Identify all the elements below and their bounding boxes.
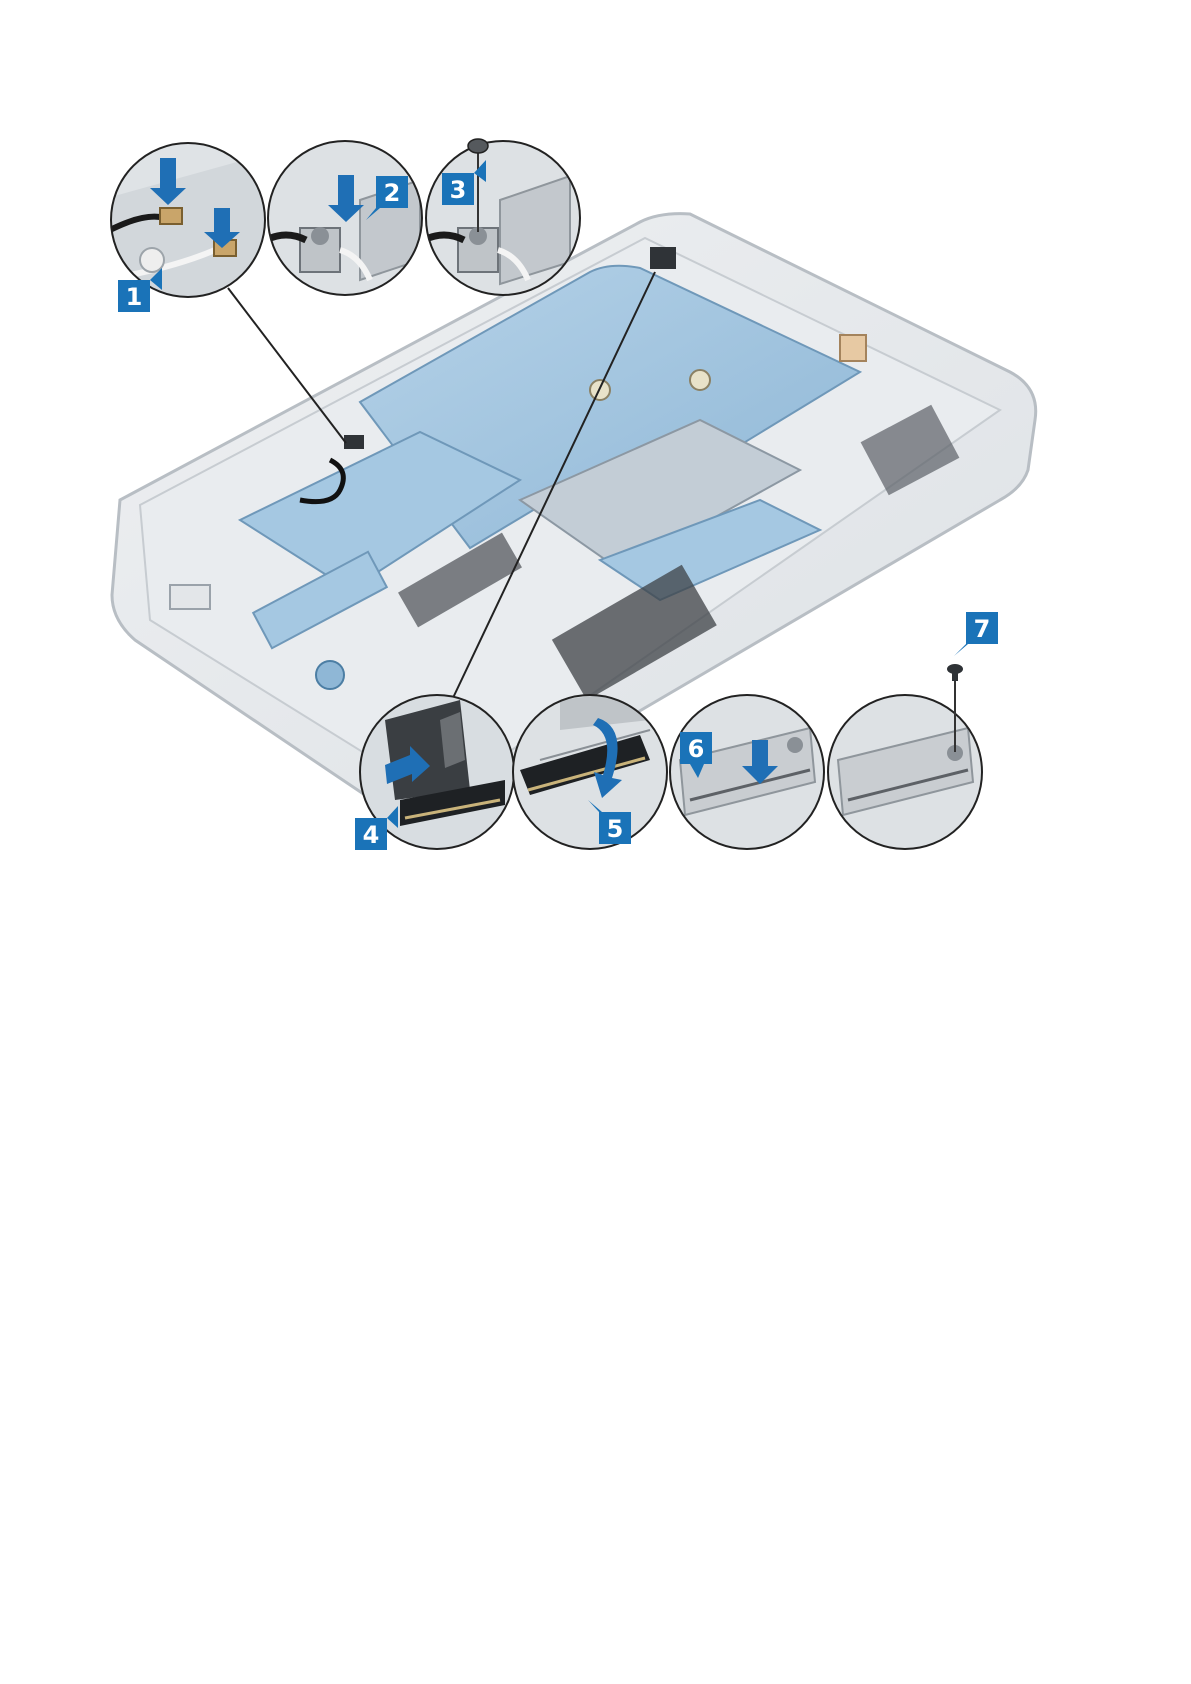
svg-text:4: 4 — [363, 821, 380, 849]
svg-text:1: 1 — [126, 283, 143, 311]
detail-circle-7 — [820, 664, 1000, 860]
svg-text:2: 2 — [384, 179, 401, 207]
svg-text:5: 5 — [607, 815, 624, 843]
detail-circle-6 — [660, 690, 840, 860]
detail-circle-1 — [100, 140, 280, 300]
svg-text:3: 3 — [450, 176, 467, 204]
step-badge-7: 7 — [954, 612, 998, 656]
detail-circle-2 — [260, 140, 440, 300]
svg-text:7: 7 — [974, 615, 991, 643]
disassembly-diagram: 1 2 3 4 5 6 7 — [0, 0, 1191, 900]
svg-text:6: 6 — [688, 735, 705, 763]
